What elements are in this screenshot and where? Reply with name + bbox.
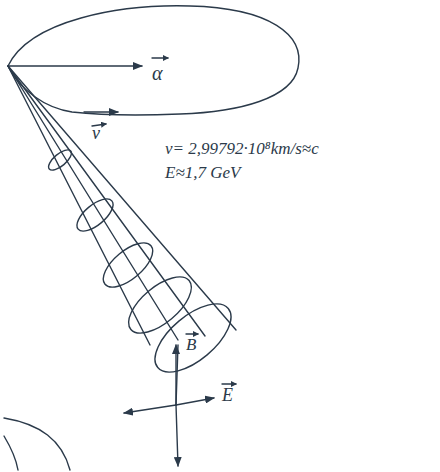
vector-label: ν xyxy=(92,124,100,144)
vector-label: B xyxy=(186,336,196,355)
vector-label: α xyxy=(152,62,163,84)
vector-label: E xyxy=(222,386,233,406)
speed-note: v= 2,99792·10⁸km/s≈c xyxy=(165,140,319,159)
energy-note: E≈1,7 GeV xyxy=(165,164,240,183)
